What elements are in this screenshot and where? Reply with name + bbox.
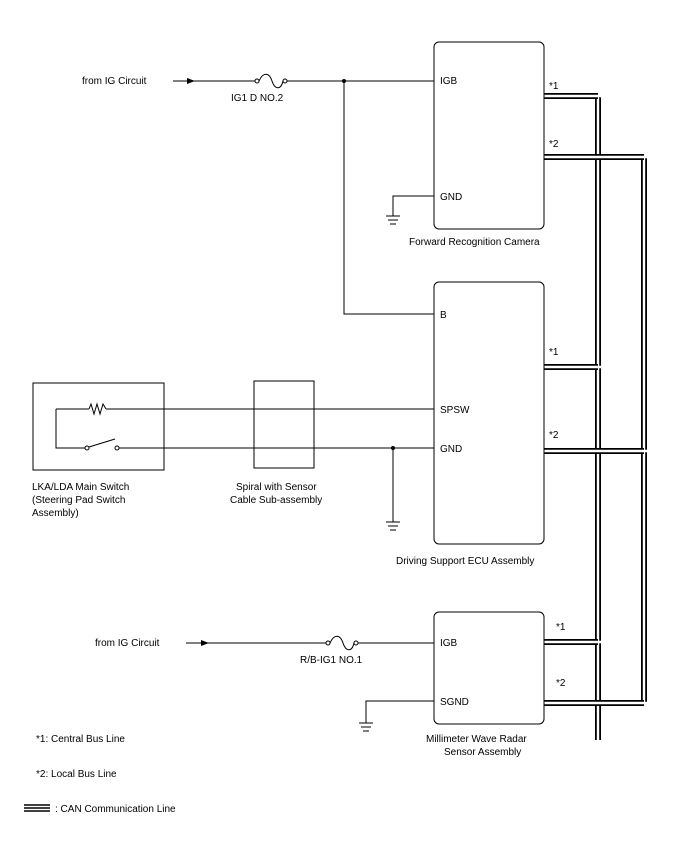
radar-bus-mark-1: *1 <box>556 622 566 633</box>
camera-gnd-wire <box>392 195 434 216</box>
forward-camera-box <box>433 41 545 230</box>
camera-bus-mark-2: *2 <box>549 139 559 150</box>
legend-local-bus: *2: Local Bus Line <box>36 769 117 780</box>
bottom-fuse-label: R/B-IG1 NO.1 <box>300 655 363 666</box>
ecu-bus-mark-2: *2 <box>549 430 559 441</box>
radar-gnd-wire <box>365 700 434 723</box>
spiral-name-1: Spiral with Sensor <box>236 482 317 493</box>
spiral-name-2: Cable Sub-assembly <box>230 495 322 506</box>
bottom-input-label: from IG Circuit <box>95 638 160 649</box>
top-fuse-label: IG1 D NO.2 <box>231 93 284 104</box>
switch-name-2: (Steering Pad Switch <box>32 495 125 506</box>
legend-can-line: : CAN Communication Line <box>55 804 176 815</box>
switch-internal-wire <box>55 409 85 449</box>
switch-name-1: LKA/LDA Main Switch <box>32 482 129 493</box>
ecu-pin-b: B <box>440 310 447 321</box>
lka-switch-box <box>32 382 165 471</box>
ecu-bus-mark-1: *1 <box>549 347 559 358</box>
can-bus-lines <box>544 93 647 740</box>
camera-bus-mark-1: *1 <box>549 81 559 92</box>
camera-name: Forward Recognition Camera <box>409 237 540 248</box>
top-input-label: from IG Circuit <box>82 76 147 87</box>
spiral-pass-wires <box>254 408 314 449</box>
ecu-b-wire <box>343 81 434 315</box>
radar-sensor-box <box>433 611 545 725</box>
legend-can-line-icon <box>24 804 50 812</box>
radar-ground-icon <box>359 722 373 732</box>
bottom-input-arrow <box>201 640 209 646</box>
switch-name-3: Assembly) <box>32 508 79 519</box>
camera-ground-icon <box>386 215 400 225</box>
radar-name-1: Millimeter Wave Radar <box>426 734 527 745</box>
ecu-ground-icon <box>386 521 400 531</box>
top-input-arrow <box>187 78 195 84</box>
radar-pin-sgnd: SGND <box>440 697 469 708</box>
ecu-name: Driving Support ECU Assembly <box>396 556 534 567</box>
radar-pin-igb: IGB <box>440 638 458 649</box>
radar-bus-mark-2: *2 <box>556 678 566 689</box>
radar-name-2: Sensor Assembly <box>444 747 521 758</box>
switch-resistor-icon <box>88 402 107 416</box>
camera-pin-igb: IGB <box>440 76 458 87</box>
ecu-pin-spsw: SPSW <box>440 405 470 416</box>
spiral-cable-box <box>253 380 315 469</box>
legend-central-bus: *1: Central Bus Line <box>36 734 125 745</box>
camera-pin-gnd: GND <box>440 192 462 203</box>
bottom-fuse <box>325 635 359 651</box>
ecu-pin-gnd: GND <box>440 444 462 455</box>
top-fuse <box>254 73 288 89</box>
driving-support-ecu-box <box>433 281 545 545</box>
